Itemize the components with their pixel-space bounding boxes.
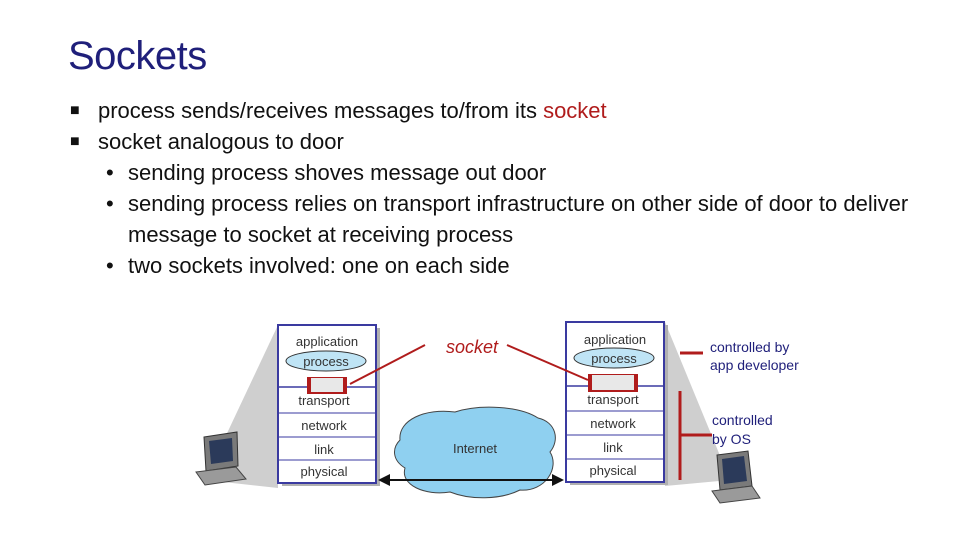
- left-process-ellipse: [285, 350, 367, 372]
- double-arrow-icon: [378, 474, 564, 486]
- right-layer-application: application: [584, 332, 646, 347]
- left-protocol-stack: application process transport network li…: [277, 324, 380, 486]
- left-layer-physical: physical: [301, 464, 348, 479]
- dot-bullet-icon: •: [106, 253, 114, 278]
- slide-title: Sockets: [68, 34, 207, 78]
- right-layer-physical: physical: [590, 463, 637, 478]
- sub-bullet-text: sending process shoves message out door: [128, 160, 547, 185]
- bullet-text: process sends/receives messages to/from …: [98, 98, 544, 123]
- socket-pointer-right: [506, 344, 589, 381]
- socket-pointer-left: [349, 344, 426, 385]
- right-layer-network: network: [590, 416, 636, 431]
- socket-highlight: socket: [543, 98, 607, 123]
- bullet-item: ■ process sends/receives messages to/fro…: [70, 95, 960, 126]
- annotation-os-line2: by OS: [712, 431, 751, 447]
- bullet-text: socket analogous to door: [98, 129, 344, 154]
- left-layer-network: network: [301, 418, 347, 433]
- left-layer-link: link: [314, 442, 334, 457]
- sub-bullet-item: • sending process shoves message out doo…: [70, 157, 960, 188]
- annotation-app-line1: controlled by: [710, 339, 789, 355]
- sub-bullet-text: sending process relies on transport infr…: [128, 191, 909, 247]
- internet-cloud: [394, 406, 556, 499]
- square-bullet-icon: ■: [70, 102, 80, 119]
- bullet-item: ■ socket analogous to door: [70, 126, 960, 157]
- internet-label: Internet: [453, 441, 497, 456]
- socket-label: socket: [446, 337, 499, 357]
- right-socket-door-icon: [588, 374, 638, 392]
- left-layer-transport: transport: [298, 393, 350, 408]
- right-process-ellipse: [573, 347, 655, 369]
- sub-bullet-item: • sending process relies on transport in…: [70, 188, 960, 250]
- left-layer-process: process: [303, 354, 349, 369]
- annotation-app-line2: app developer: [710, 357, 799, 373]
- right-layer-process: process: [591, 351, 637, 366]
- annotation-os-line1: controlled: [712, 412, 773, 428]
- left-socket-door-icon: [307, 377, 347, 394]
- right-layer-transport: transport: [587, 392, 639, 407]
- right-protocol-stack: application process transport network li…: [565, 321, 668, 485]
- right-computer-icon: [711, 450, 761, 504]
- sub-bullet-item: • two sockets involved: one on each side: [70, 250, 960, 281]
- left-computer-icon: [195, 431, 247, 486]
- square-bullet-icon: ■: [70, 133, 80, 150]
- dot-bullet-icon: •: [106, 191, 114, 216]
- right-layer-link: link: [603, 440, 623, 455]
- dot-bullet-icon: •: [106, 160, 114, 185]
- left-layer-application: application: [296, 334, 358, 349]
- bullet-list: ■ process sends/receives messages to/fro…: [70, 95, 960, 281]
- sub-bullet-text: two sockets involved: one on each side: [128, 253, 510, 278]
